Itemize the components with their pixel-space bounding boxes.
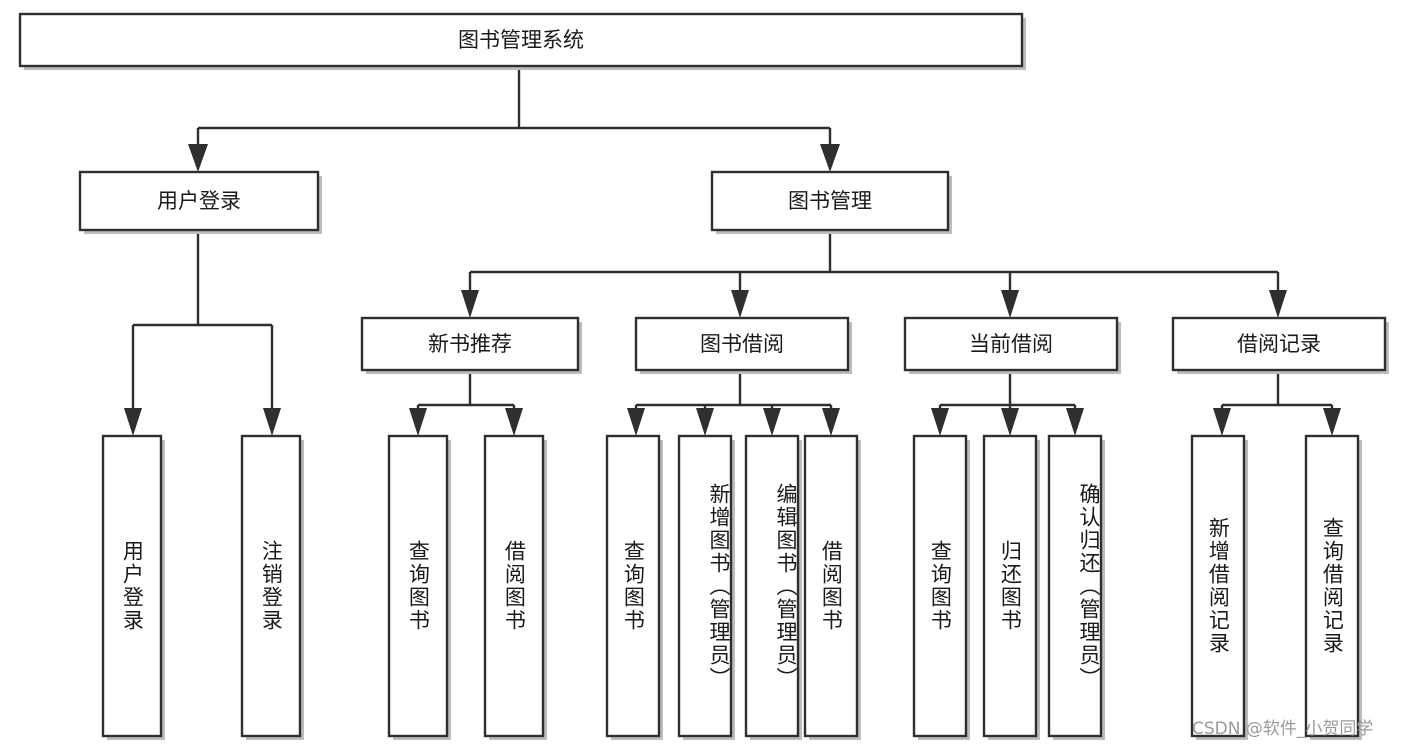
arrowhead-leaf-return-book bbox=[1001, 408, 1019, 436]
node-leaf-borrow-book-2-box[interactable] bbox=[803, 434, 859, 738]
node-book-manage[interactable]: 图书管理 bbox=[710, 170, 952, 234]
node-leaf-query-record-box[interactable] bbox=[1304, 434, 1360, 738]
node-current-borrow-box[interactable] bbox=[903, 316, 1119, 372]
node-leaf-query-book-3[interactable] bbox=[912, 434, 970, 740]
arrowhead-leaf-borrow-book-2 bbox=[822, 408, 840, 436]
arrowhead-leaf-query-book-2 bbox=[627, 408, 645, 436]
node-leaf-query-book-2-box[interactable] bbox=[605, 434, 661, 738]
node-root[interactable]: 图书管理系统 bbox=[18, 12, 1026, 70]
node-leaf-query-record[interactable] bbox=[1304, 434, 1362, 740]
connector-layer bbox=[124, 66, 1341, 436]
node-leaf-return-book-box[interactable] bbox=[982, 434, 1038, 738]
node-book-borrow-label: 图书借阅 bbox=[700, 332, 784, 356]
arrowhead-leaf-user-login bbox=[124, 408, 142, 436]
node-new-book-rec-label: 新书推荐 bbox=[428, 332, 512, 356]
arrowhead-leaf-add-book bbox=[696, 408, 714, 436]
arrowhead-leaf-borrow-book-1 bbox=[505, 408, 523, 436]
node-leaf-logout[interactable] bbox=[240, 434, 304, 740]
node-new-book-rec[interactable]: 新书推荐 bbox=[360, 316, 582, 374]
arrowhead-leaf-add-record bbox=[1213, 408, 1231, 436]
arrowhead-leaf-confirm-return bbox=[1066, 408, 1084, 436]
node-borrow-record-label: 借阅记录 bbox=[1237, 332, 1321, 356]
node-leaf-query-book-3-box[interactable] bbox=[912, 434, 968, 738]
node-current-borrow[interactable]: 当前借阅 bbox=[903, 316, 1121, 374]
node-leaf-query-book-2[interactable] bbox=[605, 434, 663, 740]
node-leaf-add-book[interactable] bbox=[677, 434, 735, 740]
node-user-login-label: 用户登录 bbox=[157, 189, 241, 213]
node-root-box[interactable] bbox=[18, 12, 1024, 68]
node-leaf-add-record[interactable] bbox=[1190, 434, 1248, 740]
node-leaf-logout-box[interactable] bbox=[240, 434, 302, 738]
node-leaf-add-record-box[interactable] bbox=[1190, 434, 1246, 738]
node-leaf-borrow-book-1-box[interactable] bbox=[483, 434, 545, 738]
node-leaf-user-login-box[interactable] bbox=[101, 434, 163, 738]
node-borrow-record-box[interactable] bbox=[1171, 316, 1387, 372]
node-leaf-edit-book-box[interactable] bbox=[744, 434, 800, 738]
node-leaf-query-book-1[interactable] bbox=[387, 434, 451, 740]
node-leaf-return-book[interactable] bbox=[982, 434, 1040, 740]
arrowhead-leaf-query-record bbox=[1323, 408, 1341, 436]
arrowhead-borrow-record bbox=[1269, 290, 1287, 318]
arrowhead-leaf-logout bbox=[263, 408, 281, 436]
arrowhead-book-manage bbox=[820, 144, 840, 172]
arrowhead-book-borrow bbox=[731, 290, 749, 318]
arrowhead-leaf-query-book-3 bbox=[931, 408, 949, 436]
node-user-login[interactable]: 用户登录 bbox=[78, 170, 322, 234]
arrowhead-current-borrow bbox=[1001, 290, 1019, 318]
node-book-manage-label: 图书管理 bbox=[788, 189, 872, 213]
node-leaf-edit-book[interactable] bbox=[744, 434, 802, 740]
arrowhead-leaf-query-book-1 bbox=[409, 408, 427, 436]
node-book-borrow[interactable]: 图书借阅 bbox=[634, 316, 852, 374]
node-book-borrow-box[interactable] bbox=[634, 316, 850, 372]
node-root-label: 图书管理系统 bbox=[458, 28, 584, 52]
node-borrow-record[interactable]: 借阅记录 bbox=[1171, 316, 1389, 374]
arrowhead-new-book-rec bbox=[461, 290, 479, 318]
node-leaf-add-book-box[interactable] bbox=[677, 434, 733, 738]
node-leaf-user-login[interactable] bbox=[101, 434, 165, 740]
node-user-login-box[interactable] bbox=[78, 170, 320, 232]
csdn-watermark: CSDN @软件_小贺同学 bbox=[1192, 719, 1374, 739]
node-leaf-confirm-return-box[interactable] bbox=[1047, 434, 1103, 738]
node-new-book-rec-box[interactable] bbox=[360, 316, 580, 372]
node-current-borrow-label: 当前借阅 bbox=[969, 332, 1053, 356]
node-leaf-confirm-return[interactable] bbox=[1047, 434, 1105, 740]
node-leaf-borrow-book-1[interactable] bbox=[483, 434, 547, 740]
arrowhead-leaf-edit-book bbox=[763, 408, 781, 436]
node-leaf-borrow-book-2[interactable] bbox=[803, 434, 861, 740]
node-leaf-query-book-1-box[interactable] bbox=[387, 434, 449, 738]
arrowhead-user-login bbox=[188, 144, 208, 172]
node-book-manage-box[interactable] bbox=[710, 170, 950, 232]
